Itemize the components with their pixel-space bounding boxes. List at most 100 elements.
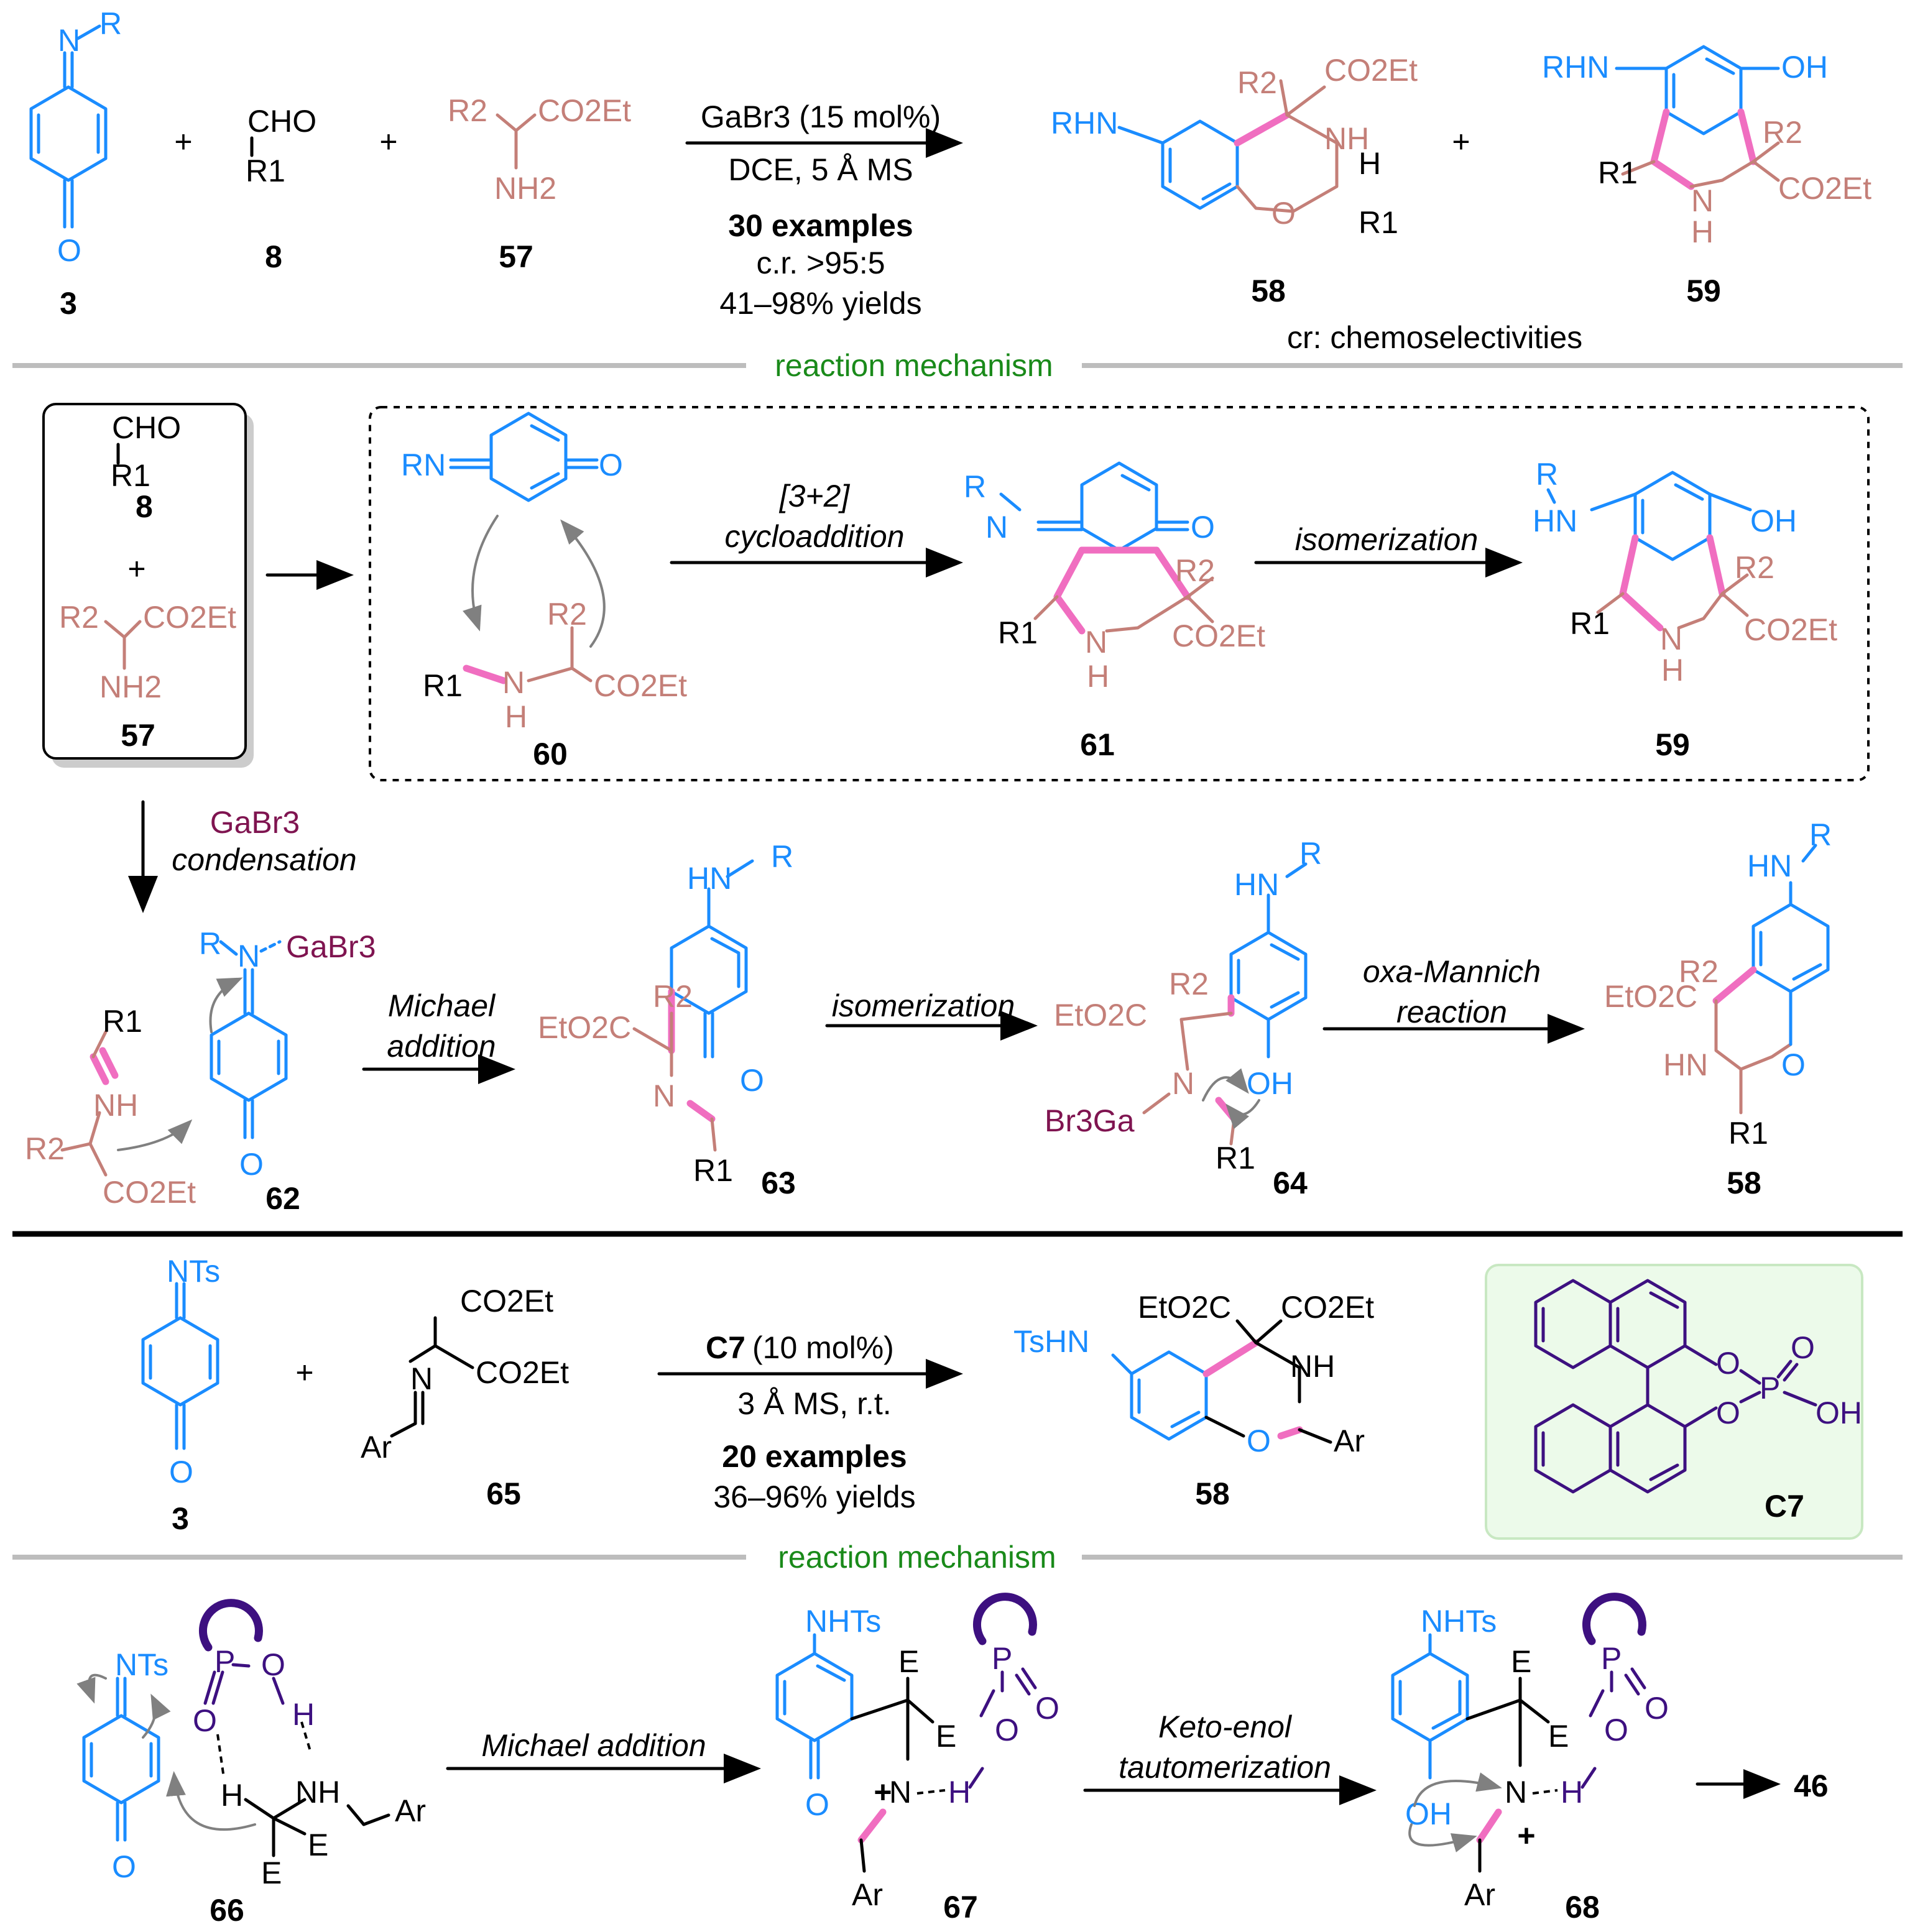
step-label-4: isomerization [832, 988, 1015, 1023]
mechanism-heading-2: reaction mechanism [778, 1540, 1056, 1575]
amine-nh2: NH2 [494, 171, 556, 206]
catalyst-c7: C7 [706, 1330, 745, 1365]
label-65: 65 [486, 1476, 521, 1511]
r2-group: R2 [1763, 115, 1802, 150]
aryl-ar: Ar [852, 1877, 883, 1912]
r1-group: R1 [1598, 155, 1638, 190]
compound-65: CO2Et N CO2Et Ar 65 [361, 1284, 569, 1511]
step-label-2: isomerization [1295, 522, 1479, 557]
r-group: R [964, 469, 986, 504]
examples-count: 20 examples [722, 1439, 907, 1474]
r2-group: R2 [653, 979, 693, 1014]
product-58-c7: TsHN EtO2C CO2Et NH O Ar 58 [1013, 1290, 1374, 1511]
label-59: 59 [1655, 727, 1690, 762]
nh: NH [1324, 121, 1369, 156]
imine-n: N [410, 1361, 433, 1396]
step-cycloaddition: [3+2] cycloaddition [670, 479, 963, 577]
imine-n: N [238, 939, 260, 973]
br3ga-group: Br3Ga [1045, 1103, 1135, 1138]
step-label-7b: tautomerization [1119, 1750, 1331, 1785]
phosphoryl-o: O [1035, 1691, 1059, 1726]
imine-n: N [58, 23, 80, 58]
ester-co2et: CO2Et [143, 600, 236, 635]
step-label-1a: [3+2] [779, 479, 851, 513]
label-61: 61 [1080, 727, 1115, 762]
ring-o: O [1271, 196, 1296, 231]
r1-group: R1 [423, 668, 463, 703]
r-group: R [1536, 457, 1558, 492]
phosphoryl-o: O [1645, 1691, 1669, 1726]
h-atom: H [1359, 146, 1381, 181]
n-h: H [505, 699, 527, 734]
step-michael-1: Michael addition [362, 988, 515, 1084]
r-group: R [1809, 817, 1832, 852]
label-62: 62 [265, 1181, 300, 1216]
product-58-mech: HN R EtO2C R2 HN O R1 58 [1604, 817, 1832, 1200]
ester-co2et: CO2Et [1744, 612, 1837, 647]
r2-group: R2 [448, 93, 487, 128]
imine-n: N [1172, 1066, 1194, 1101]
r-group: R [99, 6, 122, 41]
label-c7: C7 [1765, 1489, 1804, 1524]
yield-range: 36–96% yields [713, 1479, 915, 1514]
mechanism-heading-1: reaction mechanism [775, 348, 1053, 383]
iminium-nh: NH [93, 1088, 138, 1123]
plus-sign-2: + [379, 124, 397, 159]
r1-group: R1 [246, 154, 285, 188]
alpha-h: H [221, 1778, 243, 1813]
reagent-gabr3: GaBr3 [210, 805, 300, 840]
phosphorus: P [992, 1641, 1012, 1676]
ring-o: O [1781, 1047, 1806, 1082]
label-58: 58 [1727, 1166, 1761, 1200]
r2-group: R2 [1237, 65, 1277, 100]
hydroxyl: OH [1750, 504, 1797, 538]
r-group: R [771, 839, 793, 874]
tshn-group: TsHN [1013, 1324, 1089, 1359]
hydroxyl: OH [1247, 1066, 1293, 1101]
iminium-n: N [1505, 1775, 1527, 1810]
ring-o: O [1247, 1424, 1271, 1458]
aryl-ar: Ar [1464, 1877, 1495, 1912]
dashed-pathway-box [369, 406, 1870, 781]
carbonyl-o: O [599, 448, 623, 482]
reactant-box: CHO R1 8 + R2 CO2Et NH2 57 [42, 403, 254, 768]
product-58: RHN R2 CO2Et NH H O R1 58 [1051, 53, 1418, 308]
phosphoryl-o: O [193, 1703, 217, 1738]
intermediate-67: NHTs O E E P O O + N H Ar 67 [775, 1593, 1059, 1925]
label-3: 3 [60, 286, 77, 321]
ester-co2et: CO2Et [1172, 619, 1265, 653]
iminium-n: N [502, 665, 525, 700]
ester-e-1: E [308, 1828, 328, 1862]
step-label-1b: cycloaddition [724, 519, 904, 554]
ester-eto2c: EtO2C [1138, 1290, 1231, 1325]
cr-footnote: cr: chemoselectivities [1287, 320, 1582, 355]
charge-plus-n: + [874, 1775, 892, 1810]
ester-co2et: CO2Et [1324, 53, 1418, 88]
carbonyl-o: O [169, 1455, 193, 1489]
hn-group: HN [1234, 867, 1279, 902]
solvent: DCE, 5 Å MS [728, 152, 913, 187]
aryl-ar: Ar [395, 1793, 426, 1828]
step-label-condensation: condensation [172, 842, 356, 877]
compound-3-nts: NTs O 3 [141, 1254, 220, 1536]
aldehyde-cho: CHO [112, 410, 181, 445]
step-label-6: Michael addition [481, 1728, 706, 1763]
step-label-3b: addition [387, 1029, 496, 1064]
label-64: 64 [1273, 1166, 1308, 1200]
intermediate-62: R N GaBr3 O R1 NH R2 CO2Et 62 [25, 926, 376, 1216]
plus-sign: + [127, 551, 145, 586]
gabr3-coord: GaBr3 [286, 929, 376, 964]
charge-plus-n: + [1517, 1818, 1535, 1853]
ring-n: N [1085, 625, 1107, 660]
r1-group: R1 [693, 1153, 733, 1188]
reaction-arrow-2: C7 (10 mol%) 3 Å MS, r.t. 20 examples 36… [657, 1330, 963, 1514]
ester-co2et: CO2Et [476, 1355, 569, 1390]
ester-e-1: E [898, 1644, 919, 1679]
plus-sign-3: + [1452, 124, 1470, 159]
ester-e-1: E [1511, 1644, 1531, 1679]
step-isomerization-2: isomerization [825, 988, 1038, 1041]
label-8: 8 [265, 239, 282, 274]
reaction-arrow-1: GaBr3 (15 mol%) DCE, 5 Å MS 30 examples … [685, 99, 963, 321]
r2-group: R2 [59, 600, 99, 635]
